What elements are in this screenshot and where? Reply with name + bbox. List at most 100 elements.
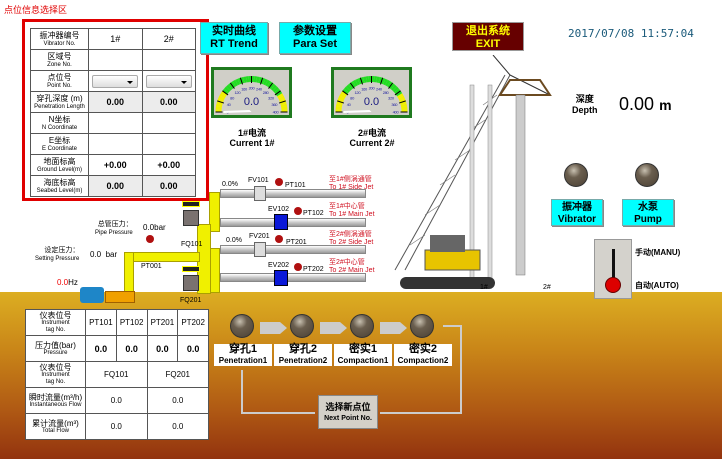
gauge-tick (268, 82, 274, 89)
gauge-band (237, 77, 243, 85)
row-label-en: Vibrator No. (43, 40, 76, 47)
switch-lever (612, 249, 615, 284)
gauge-band (232, 79, 238, 87)
gauge-tick-label: 40 (347, 102, 352, 107)
gauge-band (280, 100, 287, 105)
gauge-tick (388, 82, 394, 89)
step-en: Penetration1 (218, 356, 268, 365)
step-en: Penetration2 (278, 356, 328, 365)
crane-1-label: 1# (480, 284, 488, 291)
label-en: Depth (572, 105, 598, 115)
label-cn: 2#电流 (357, 128, 386, 138)
pipe-2-side (220, 245, 366, 254)
gauge-tick-label: 80 (230, 95, 235, 100)
gauge-band (270, 84, 277, 91)
ground-level-1: +0.00 (88, 154, 143, 176)
gauge-tick (379, 77, 384, 85)
gauge-tick-label: 240 (376, 87, 383, 92)
pt102-label: PT102 (303, 210, 324, 217)
seabed-level-2: 0.00 (141, 175, 196, 197)
flow-value: 0.0 (85, 387, 148, 414)
gauge-band (339, 93, 346, 99)
gauge-band (399, 98, 406, 103)
row-label: N坐标 (48, 114, 71, 124)
point-no-1-dropdown[interactable] (92, 74, 139, 88)
button-label: 参数设置 (293, 25, 337, 37)
gauge-band (360, 76, 365, 84)
gauge-band (352, 79, 358, 87)
button-label: 水泵 (638, 202, 658, 213)
gauge-tick-label: 200 (249, 86, 256, 91)
gauge-band (350, 81, 356, 88)
zone-1 (88, 49, 143, 71)
gauge-band (278, 95, 285, 101)
valve-ev202-icon[interactable] (274, 270, 288, 286)
point-no-2-dropdown[interactable] (145, 74, 192, 88)
gauge-tick-label: 320 (388, 95, 395, 100)
label-cn: 至2#中心管 (329, 259, 365, 266)
gauge-band (363, 76, 367, 83)
button-label: 振冲器 (562, 202, 592, 213)
row-label-en: Instrument (41, 320, 70, 326)
depth-unit: m (659, 97, 672, 113)
pressure-sensor-pt201-icon (275, 235, 283, 243)
motor-icon (80, 287, 104, 303)
gauge-band (228, 82, 234, 90)
tag-cell: PT102 (115, 309, 148, 336)
gauge-band (385, 79, 391, 87)
step-en: Compaction1 (337, 356, 389, 365)
pressure-sensor-pt101-icon (275, 178, 283, 186)
valve-ev102-icon[interactable] (274, 214, 288, 230)
gauge-band (253, 76, 258, 83)
gauge-band (340, 90, 348, 97)
datetime: 2017/07/08 11:57:04 (568, 27, 694, 40)
step-en: Compaction2 (397, 356, 449, 365)
gauge-band (397, 93, 404, 99)
step-indicator-light (290, 314, 314, 338)
gauge-tick-label: 240 (256, 87, 263, 92)
gauge-band (355, 78, 361, 86)
ground-level-2: +0.00 (141, 154, 196, 176)
gauge-band (218, 95, 225, 101)
frequency-value: 0.0 (57, 278, 69, 287)
fv101-label: FV101 (248, 177, 269, 184)
gauge-band (337, 98, 344, 103)
button-label-en: Next Point No. (324, 415, 372, 422)
manual-auto-switch[interactable] (594, 239, 632, 299)
gauge-tick (222, 90, 229, 96)
pt101-label: PT101 (285, 182, 306, 189)
vibrator-2: 2# (141, 28, 196, 50)
valve-fv201-icon[interactable] (254, 242, 266, 257)
flowmeter-display-icon (182, 266, 200, 272)
label-cn: 设定压力： (44, 247, 80, 254)
gauge-band (373, 76, 378, 83)
pressure-value: 0.0 (146, 335, 179, 362)
gauge-band (368, 76, 372, 83)
row-label-en: tag No. (45, 379, 66, 385)
label-cn: 至1#中心管 (329, 203, 365, 210)
gauge-band (230, 81, 236, 88)
fv101-opening: 0.0% (222, 181, 238, 188)
valve-fv101-icon[interactable] (254, 186, 266, 201)
gauge-band (382, 78, 388, 86)
total-flow-value: 0.0 (146, 413, 209, 440)
tag-cell: PT101 (85, 309, 117, 336)
gauge-band (216, 100, 223, 105)
button-label-en: Pump (634, 214, 662, 225)
